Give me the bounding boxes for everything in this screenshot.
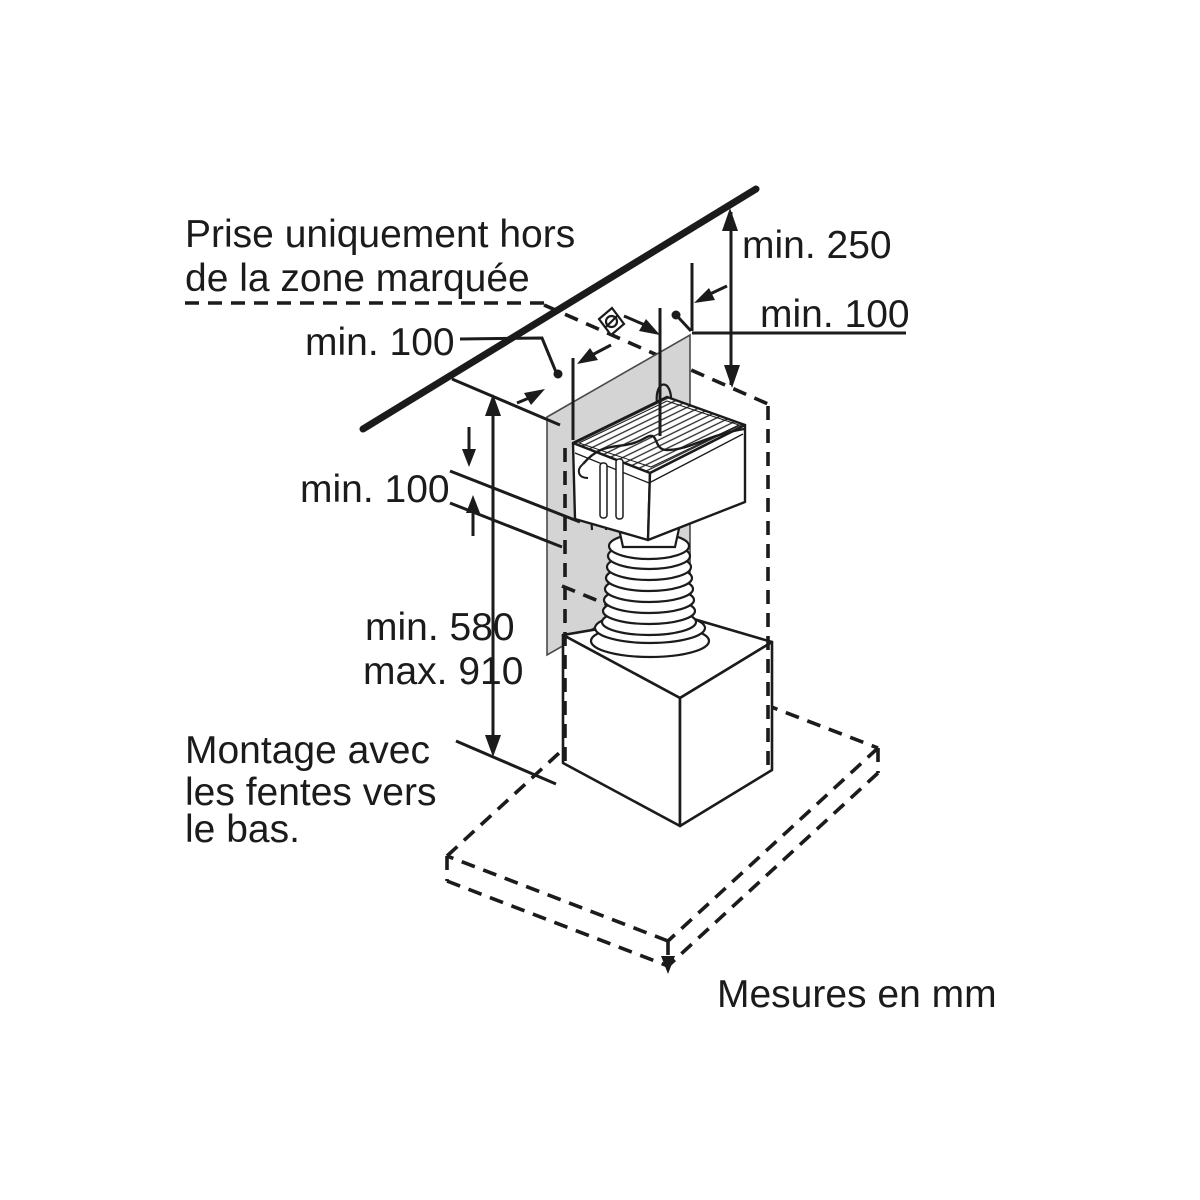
diffuser-cable [577,463,589,479]
dimension-lines [449,208,906,786]
clearance-box-outline [563,406,770,772]
mounting-note-line3: le bas. [185,808,300,851]
diffuser-slot [615,458,624,520]
sloped-ceiling-line [359,185,760,433]
socket-note-line2: de la zone marquée [185,257,530,300]
flexible-duct [589,522,711,659]
dim-hob-min-label: min. 580 [365,606,515,649]
labels: Prise uniquement hors de la zone marquée… [185,213,997,1016]
dim-side-left-label: min. 100 [305,321,455,364]
socket-note-line1: Prise uniquement hors [185,213,575,256]
diffuser-slot [599,462,608,519]
chimney-box [561,613,774,828]
units-note: Mesures en mm [717,973,997,1016]
power-outlet-icon [597,306,626,337]
dim-ceiling-gap-left-label: min. 100 [300,468,450,511]
diffuser-cable [582,427,745,465]
mounting-note-line2: les fentes vers [185,771,436,814]
dim-ceiling-clearance-label: min. 250 [742,224,892,267]
mounting-note-line1: Montage avec [185,729,430,772]
worktop-outline [445,661,880,968]
dim-hob-max-label: max. 910 [363,650,523,693]
dim-side-right-label: min. 100 [760,293,910,336]
worktop-corner-arrow [661,956,675,974]
